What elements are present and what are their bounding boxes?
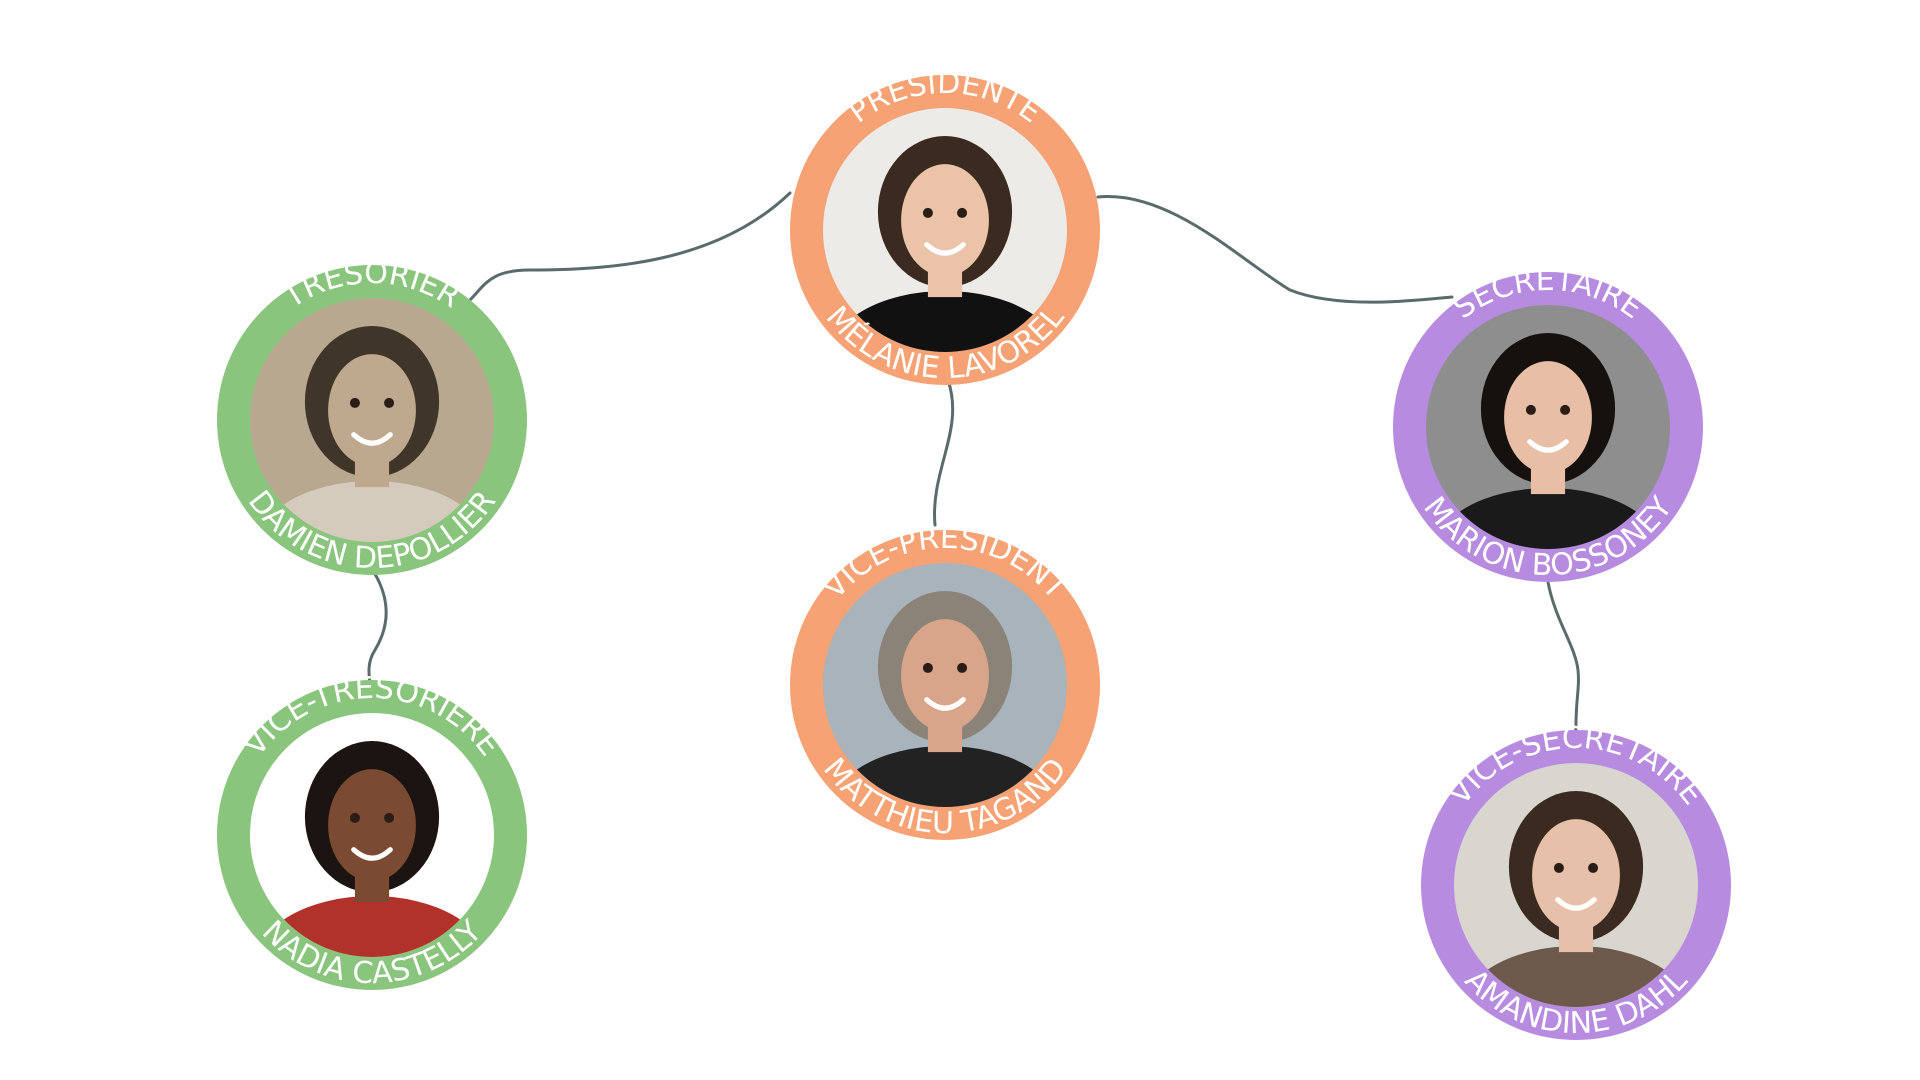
link-secretaire-vicesecretaire [1546, 580, 1580, 740]
portrait-woman-afro-icon [250, 713, 494, 957]
portrait-woman-curly-brown-icon [1454, 763, 1698, 1007]
link-presidente-tresorier [468, 191, 792, 302]
portrait-bald-man-beard-icon [823, 563, 1067, 807]
portrait-woman-black-bangs-icon [1426, 305, 1670, 549]
connector-lines [367, 191, 1580, 740]
link-presidente-secretaire [1096, 195, 1454, 304]
portrait-man-curly-hair-icon [250, 298, 494, 542]
portrait-woman-dark-hair-icon [823, 108, 1067, 352]
link-presidente-vicepresident [933, 378, 955, 527]
